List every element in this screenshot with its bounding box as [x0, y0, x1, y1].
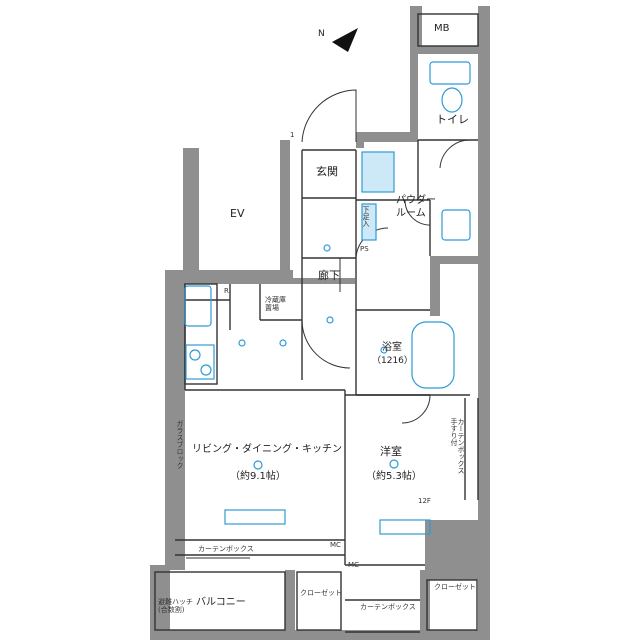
bath-label: 浴室: [382, 342, 402, 353]
closet-right-label: クローゼット: [434, 583, 476, 591]
ev-label: EV: [230, 207, 245, 220]
curtain-box-side-label: カーテンボックス 手すり付: [450, 418, 465, 474]
height-mark: 12F: [418, 497, 431, 505]
closet-left-label: クローゼット: [300, 589, 342, 597]
ldk-side-label: ガラスブロック: [176, 420, 184, 469]
circle-mark: 1: [290, 131, 295, 139]
partitions: [154, 13, 479, 633]
curtain-box-ldk-label: カーテンボックス: [198, 545, 254, 553]
hallway-label: 廊下: [318, 269, 340, 282]
compass-icon: [332, 28, 358, 52]
r-mark: R: [224, 287, 229, 295]
toilet-label: トイレ: [436, 113, 469, 126]
powder-room-label: パウダー ルーム: [396, 195, 436, 219]
western-label: 洋室: [380, 445, 402, 458]
escape-hatch-label: 避難ハッチ (合数割): [158, 598, 193, 615]
mc-mark-1: MC: [330, 541, 341, 549]
entrance-label: 玄関: [316, 165, 338, 178]
ldk-label: リビング・ダイニング・キッチン: [192, 444, 342, 455]
ps-label: PS: [360, 245, 369, 253]
mc-mark-2: MC: [348, 561, 359, 569]
doors: [186, 89, 471, 559]
western-size-label: （約5.3帖）: [366, 471, 422, 482]
fridge-label: 冷蔵庫 置場: [265, 296, 286, 313]
ldk-size-label: （約9.1帖）: [230, 471, 286, 482]
mb-label: MB: [434, 23, 450, 34]
balcony-label: バルコニー: [196, 597, 246, 608]
fixtures: [184, 61, 471, 535]
curtain-box-bottom-label: カーテンボックス: [360, 603, 416, 611]
compass-label: N: [318, 29, 325, 39]
shoe-box-label: 下足入: [362, 206, 370, 227]
bath-size-label: （1216）: [372, 356, 413, 366]
